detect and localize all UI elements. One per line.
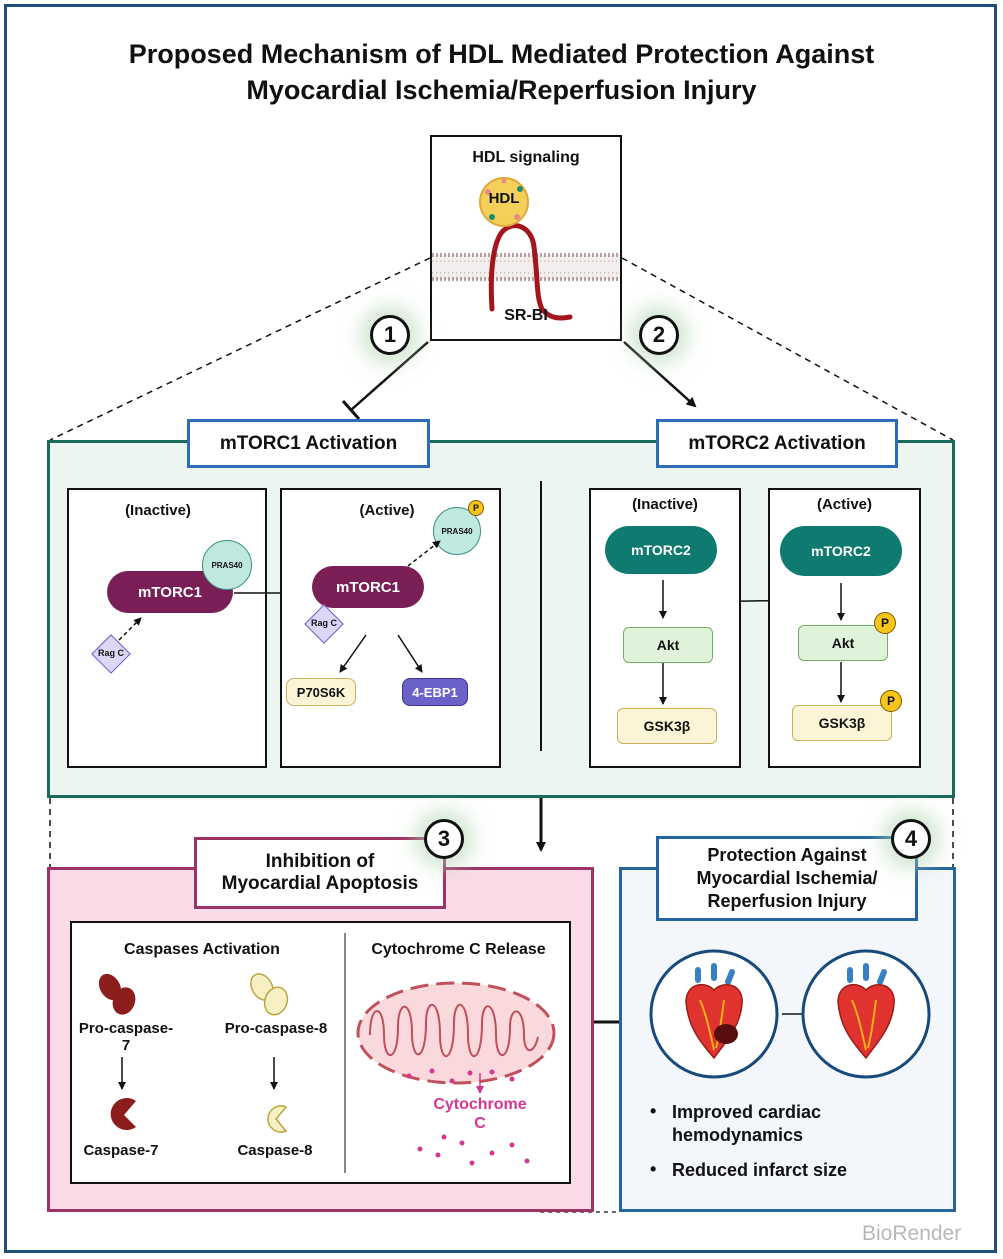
- pras40-active: PRAS40: [433, 507, 481, 555]
- cytochrome-heading: Cytochrome C Release: [371, 941, 546, 958]
- pras40-inactive: PRAS40: [202, 540, 252, 590]
- cytochrome-c-label-line-2: C: [474, 1115, 486, 1132]
- ragc-inactive-label: Rag C: [97, 648, 124, 658]
- mtorc2-inactive-state: (Inactive): [632, 496, 698, 513]
- mtorc2-heading: mTORC2 Activation: [656, 419, 898, 468]
- activation-arrow: [623, 341, 697, 408]
- bullet-dot-icon: •: [650, 1101, 657, 1121]
- sr-bi-label: SR-BI: [504, 307, 548, 324]
- caspase-8-icon: [267, 1105, 288, 1133]
- mtorc2-inactive-complex: mTORC2: [605, 526, 717, 574]
- protection-heading-line-3: Reperfusion Injury: [707, 891, 867, 911]
- bullet-item: • Reduced infarct size: [650, 1159, 940, 1182]
- akt-inactive-box: Akt: [623, 627, 713, 663]
- hdl-box-heading: HDL signaling: [472, 149, 580, 166]
- gsk-active-box: GSK3β: [792, 705, 892, 741]
- 4ebp1-box: 4-EBP1: [402, 678, 468, 706]
- protection-heading: Protection Against Myocardial Ischemia/ …: [656, 836, 918, 921]
- mtorc1-active-panel: (Active) mTORC1 PRAS40 P Rag C P70S6K 4-…: [280, 488, 501, 768]
- akt-active-box: Akt: [798, 625, 888, 661]
- apoptosis-drawings: [98, 973, 556, 1166]
- caspase-8-label: Caspase-8: [237, 1142, 313, 1159]
- step-1-badge: 1: [370, 315, 410, 355]
- membrane-diagram: [432, 177, 620, 321]
- caspase-7-icon: [110, 1098, 136, 1130]
- bullet-text: Improved cardiac hemodynamics: [672, 1102, 822, 1145]
- mtorc1-active-state: (Active): [359, 502, 415, 519]
- apoptosis-heading-line-2: Myocardial Apoptosis: [221, 873, 419, 894]
- protection-bullets: • Improved cardiac hemodynamics • Reduce…: [650, 1101, 940, 1182]
- apoptosis-divider: [344, 933, 346, 1173]
- biorender-watermark: BioRender: [862, 1222, 962, 1245]
- pro-caspase-7-icon: [98, 973, 136, 1015]
- title-line-1: Proposed Mechanism of HDL Mediated Prote…: [128, 39, 875, 69]
- pro-caspase-8-label: Pro-caspase-8: [224, 1020, 328, 1037]
- sr-bi-receptor-icon: [488, 223, 573, 321]
- cytochrome-c-label: Cytochrome C: [418, 1095, 542, 1133]
- apoptosis-inner-panel: Caspases Activation Cytochrome C Release: [70, 921, 571, 1184]
- mtorc1-inactive-panel: (Inactive) mTORC1 PRAS40 Rag C: [67, 488, 267, 768]
- p70s6k-box: P70S6K: [286, 678, 356, 706]
- mtorc1-active-arrows: [339, 540, 441, 673]
- hdl-signaling-box: HDL signaling HDL SR-BI: [430, 135, 622, 341]
- mtorc1-active-complex: mTORC1: [312, 566, 424, 608]
- caspase-7-label: Caspase-7: [83, 1142, 159, 1159]
- mtorc2-inactive-arrows: [659, 580, 667, 705]
- bullet-dot-icon: •: [650, 1159, 657, 1179]
- mtorc2-active-state: (Active): [816, 496, 872, 513]
- cytochrome-c-label-line-1: Cytochrome: [433, 1096, 527, 1113]
- pro-caspase-7-label: Pro-caspase-7: [78, 1020, 174, 1054]
- pras40-phospho-icon: P: [468, 500, 484, 516]
- mitochondrion-icon: [356, 981, 556, 1085]
- hdl-label: HDL: [488, 190, 520, 207]
- bullet-text: Reduced infarct size: [672, 1160, 848, 1180]
- step-3-badge: 3: [424, 819, 464, 859]
- inhibition-arrow: [350, 341, 429, 411]
- bullet-item: • Improved cardiac hemodynamics: [650, 1101, 940, 1147]
- apoptosis-heading-line-1: Inhibition of: [265, 851, 375, 872]
- mtorc2-active-complex: mTORC2: [780, 526, 902, 576]
- mtorc1-inactive-state: (Inactive): [125, 502, 191, 519]
- mtorc1-heading: mTORC1 Activation: [187, 419, 430, 468]
- panel-divider: [540, 481, 542, 751]
- protection-heading-line-2: Myocardial Ischemia/: [696, 868, 878, 888]
- heart-icons: [649, 949, 931, 1079]
- protection-heading-line-1: Protection Against: [707, 845, 867, 865]
- step-2-badge: 2: [639, 315, 679, 355]
- akt-phospho-icon: P: [874, 612, 896, 634]
- gsk-phospho-icon: P: [880, 690, 902, 712]
- ragc-active-label: Rag C: [310, 618, 337, 628]
- caspases-heading: Caspases Activation: [124, 941, 280, 958]
- healthy-heart-icon: [801, 949, 931, 1079]
- mtorc2-inactive-panel: (Inactive) mTORC2 Akt GSK3β: [589, 488, 741, 768]
- gsk-inactive-box: GSK3β: [617, 708, 717, 744]
- mtorc2-active-panel: (Active) mTORC2 Akt P GSK3β P: [768, 488, 921, 768]
- mtorc1-inactive-arrows: [118, 617, 142, 641]
- apoptosis-heading: Inhibition of Myocardial Apoptosis: [194, 837, 446, 909]
- figure-frame: [4, 4, 997, 1253]
- pro-caspase-8-icon: [250, 973, 289, 1016]
- cytochrome-c-dots: [406, 1068, 530, 1166]
- step-4-badge: 4: [891, 819, 931, 859]
- title-line-2: Myocardial Ischemia/Reperfusion Injury: [246, 75, 757, 105]
- figure-title: Proposed Mechanism of HDL Mediated Prote…: [0, 36, 1003, 108]
- injured-heart-icon: [649, 949, 779, 1079]
- mtorc2-active-arrows: [837, 583, 845, 703]
